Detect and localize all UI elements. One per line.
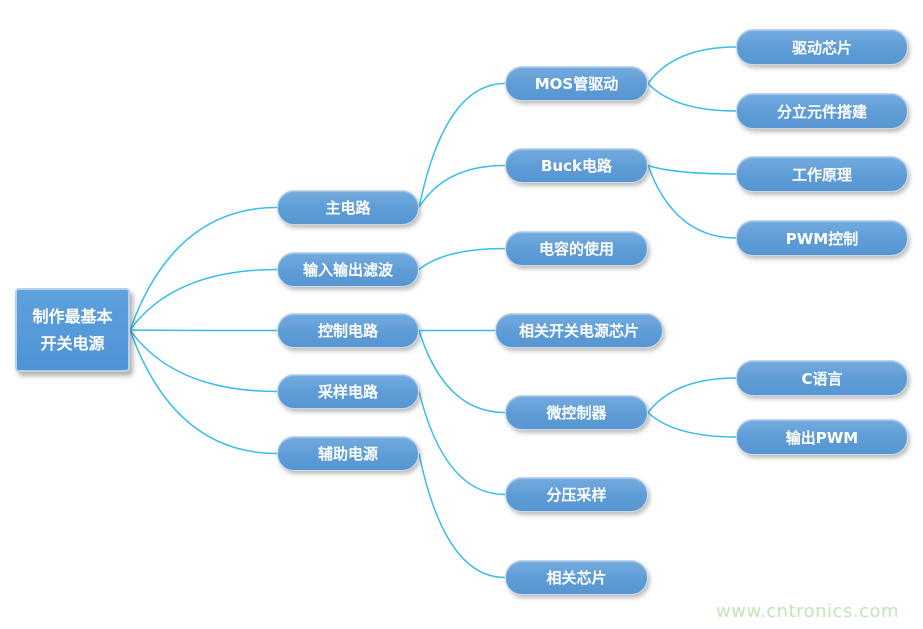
node-control-circuit[interactable]: 控制电路 [277,313,419,348]
connector-l1-1-l2-2 [418,247,506,271]
node-capacitor-usage[interactable]: 电容的使用 [505,231,648,266]
node-pwm-control[interactable]: PWM控制 [736,220,908,256]
node-discrete-components[interactable]: 分立元件搭建 [736,93,908,129]
watermark-text: www.cntronics.com [716,601,899,622]
node-main-circuit[interactable]: 主电路 [277,190,419,225]
connector-l1-4-l2-6 [418,453,506,579]
node-voltage-divider-sampling[interactable]: 分压采样 [505,477,648,512]
node-buck-circuit[interactable]: Buck电路 [505,148,648,183]
connector-root-l1-2 [129,329,278,332]
node-smps-chips[interactable]: 相关开关电源芯片 [495,313,663,348]
node-driver-chip[interactable]: 驱动芯片 [736,29,908,65]
node-microcontroller[interactable]: 微控制器 [505,395,648,430]
connector-root-l1-1 [129,268,278,331]
connector-l1-2-l2-4 [418,330,506,414]
node-io-filter[interactable]: 输入输出滤波 [277,252,419,287]
connector-l1-0-l2-0 [418,82,506,208]
node-sampling-circuit[interactable]: 采样电路 [277,374,419,409]
connector-l2-0-l3-0 [647,46,737,84]
connector-l2-4-l3-5 [647,411,737,438]
connector-l1-3-l2-5 [418,391,506,496]
node-output-pwm[interactable]: 输出PWM [736,419,908,455]
connector-root-l1-3 [129,329,278,393]
node-root-make-basic-smps[interactable]: 制作最基本 开关电源 [15,288,130,372]
connector-l2-1-l3-2 [647,164,737,175]
node-working-principle[interactable]: 工作原理 [736,156,908,192]
connector-l2-4-l3-4 [647,377,737,413]
node-related-chips[interactable]: 相关芯片 [505,560,648,595]
node-c-language[interactable]: C语言 [736,360,908,396]
connector-l2-1-l3-3 [647,165,737,239]
node-aux-power[interactable]: 辅助电源 [277,436,419,471]
connector-l2-0-l3-1 [647,82,737,112]
connector-root-l1-0 [129,206,278,331]
connector-l1-0-l2-1 [418,164,506,208]
node-mos-drive[interactable]: MOS管驱动 [505,66,648,101]
connector-root-l1-4 [129,329,278,455]
